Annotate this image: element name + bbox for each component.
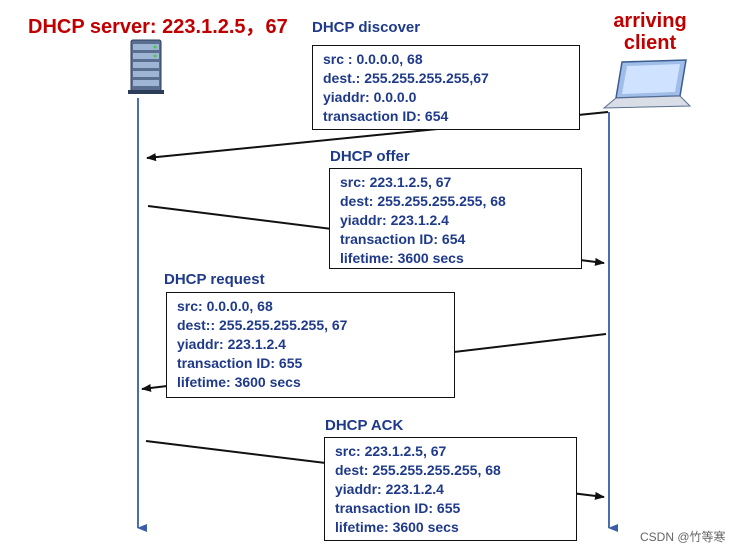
laptop-icon [602,59,692,109]
request-line-transaction: transaction ID: 655 [177,355,303,371]
offer-line-yiaddr: yiaddr: 223.1.2.4 [340,212,449,228]
request-line-yiaddr: yiaddr: 223.1.2.4 [177,336,286,352]
discover-line-transaction: transaction ID: 654 [323,108,449,124]
offer-title: DHCP offer [330,148,410,165]
request-line-src: src: 0.0.0.0, 68 [177,298,273,314]
request-line-lifetime: lifetime: 3600 secs [177,374,301,390]
request-box: src: 0.0.0.0, 68 dest:: 255.255.255.255,… [166,292,455,398]
discover-line-src: src : 0.0.0.0, 68 [323,51,423,67]
server-tower-icon [128,39,164,94]
ack-line-yiaddr: yiaddr: 223.1.2.4 [335,481,444,497]
discover-title: DHCP discover [312,19,421,36]
offer-box: src: 223.1.2.5, 67 dest: 255.255.255.255… [329,168,582,269]
discover-line-yiaddr: yiaddr: 0.0.0.0 [323,89,417,105]
discover-line-dest: dest.: 255.255.255.255,67 [323,70,489,86]
server-title: DHCP server: 223.1.2.5，67 [28,16,288,38]
discover-box: src : 0.0.0.0, 68 dest.: 255.255.255.255… [312,45,580,130]
request-title: DHCP request [164,271,265,288]
ack-line-lifetime: lifetime: 3600 secs [335,519,459,535]
ack-box: src: 223.1.2.5, 67 dest: 255.255.255.255… [324,437,577,541]
request-line-dest: dest:: 255.255.255.255, 67 [177,317,348,333]
ack-title: DHCP ACK [325,417,404,434]
offer-line-transaction: transaction ID: 654 [340,231,466,247]
client-title-line-1: arriving [613,10,687,32]
ack-line-dest: dest: 255.255.255.255, 68 [335,462,501,478]
offer-line-src: src: 223.1.2.5, 67 [340,174,452,190]
client-title-line-2: client [623,32,677,54]
offer-line-lifetime: lifetime: 3600 secs [340,250,464,266]
client-title: arriving client [600,10,700,54]
ack-line-transaction: transaction ID: 655 [335,500,461,516]
offer-line-dest: dest: 255.255.255.255, 68 [340,193,506,209]
ack-line-src: src: 223.1.2.5, 67 [335,443,447,459]
watermark: CSDN @竹等寒 [640,530,726,544]
